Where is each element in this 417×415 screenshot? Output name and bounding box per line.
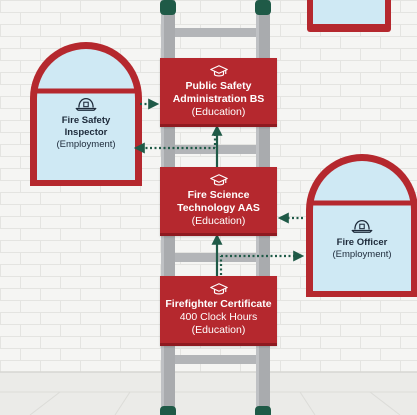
employment-title: Fire Safety	[37, 115, 135, 127]
graduation-cap-icon	[210, 282, 228, 296]
top-window-decoration	[307, 0, 391, 32]
employment-subtitle: (Employment)	[313, 249, 411, 261]
education-title: Fire Science	[188, 189, 250, 202]
graduation-cap-icon	[210, 173, 228, 187]
employment-subtitle: (Employment)	[37, 139, 135, 151]
education-box-firefighter-certificate: Firefighter Certificate 400 Clock Hours …	[160, 276, 277, 346]
employment-title: Fire Officer	[313, 237, 411, 249]
employment-fire-safety-inspector: Fire Safety Inspector (Employment)	[37, 96, 135, 151]
employment-fire-officer: Fire Officer (Employment)	[313, 218, 411, 261]
floor	[0, 372, 417, 415]
education-subtitle: (Education)	[192, 324, 246, 337]
firefighter-helmet-icon	[75, 96, 97, 112]
education-title: Administration BS	[173, 93, 265, 106]
education-box-public-safety-bs: Public Safety Administration BS (Educati…	[160, 58, 277, 127]
firefighter-helmet-icon	[351, 218, 373, 234]
education-subtitle: (Education)	[192, 215, 246, 228]
employment-title: Inspector	[37, 127, 135, 139]
education-subtitle: 400 Clock Hours	[180, 311, 258, 324]
education-subtitle: (Education)	[192, 106, 246, 119]
education-title: Firefighter Certificate	[165, 298, 271, 311]
education-box-fire-science-aas: Fire Science Technology AAS (Education)	[160, 167, 277, 236]
education-title: Public Safety	[186, 80, 252, 93]
graduation-cap-icon	[210, 64, 228, 78]
education-title: Technology AAS	[177, 202, 260, 215]
